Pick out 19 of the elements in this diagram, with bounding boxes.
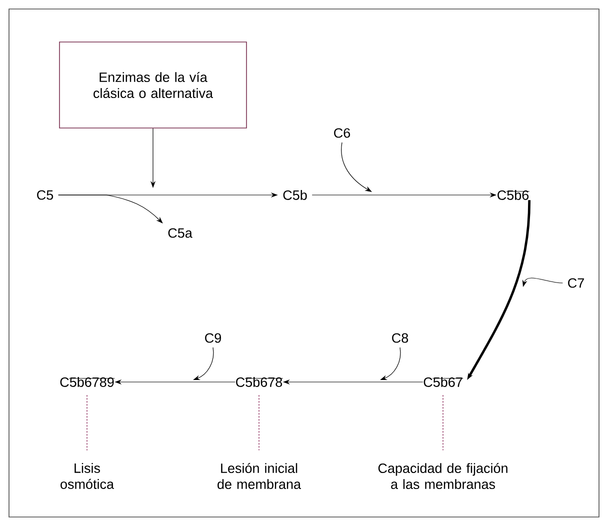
component-label: C6 [334,128,350,138]
component-label: C5b6 [498,190,530,200]
component-label: C5a [168,228,192,238]
component-label: C5b67 [424,377,464,387]
component-label: C5b [283,190,307,200]
component-label: C5b6789 [60,377,115,387]
function-label: Lisis osmótica [60,463,114,489]
component-label: C7 [568,278,584,288]
function-label: Capacidad de fijación a las membranas [378,462,508,490]
function-label: Lesión inicial de membrana [218,462,301,490]
component-label: C8 [392,333,408,343]
leader-line [258,394,260,451]
component-label: C9 [205,333,221,343]
component-label: C5 [37,190,54,200]
component-label: C5b678 [236,377,284,387]
leader-line [86,394,88,451]
arrow [341,142,372,192]
enzyme-box: Enzimas de la vía clásica o alternativa [59,42,247,128]
leader-line [442,394,444,451]
